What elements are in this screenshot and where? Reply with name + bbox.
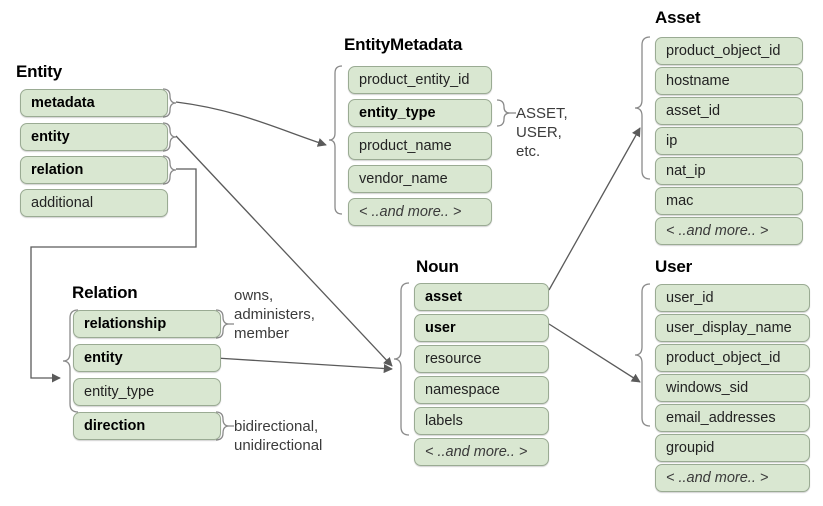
group-title-entity: Entity [16,62,63,81]
annotation-direction-line-1: bidirectional, [234,418,319,435]
field-noun-resource[interactable]: resource [414,345,549,373]
annotation-entity-type-values: ASSET, USER, etc. [516,104,568,161]
field-user-user-display-name[interactable]: user_display_name [655,314,810,342]
field-asset-asset-id[interactable]: asset_id [655,97,803,125]
brace-user-left [634,283,651,427]
group-title-entitymetadata: EntityMetadata [344,35,463,54]
annotation-entity-type-line-3: etc. [516,143,541,160]
field-relation-relationship[interactable]: relationship [73,310,221,338]
field-entitymetadata-product-entity-id[interactable]: product_entity_id [348,66,492,94]
field-asset-nat-ip[interactable]: nat_ip [655,157,803,185]
field-noun-asset[interactable]: asset [414,283,549,311]
group-title-user: User [655,257,693,276]
field-relation-direction[interactable]: direction [73,412,221,440]
group-title-noun: Noun [416,257,459,276]
brace-entitymetadata-left [328,65,343,215]
field-noun-user[interactable]: user [414,314,549,342]
field-asset-mac[interactable]: mac [655,187,803,215]
annotation-relationship-line-3: member [234,325,290,342]
field-entity-entity[interactable]: entity [20,123,168,151]
field-user-product-object-id[interactable]: product_object_id [655,344,810,372]
brace-entity-type-values [496,99,511,127]
annotation-entity-type-line-2: USER, [516,124,562,141]
field-entity-relation[interactable]: relation [20,156,168,184]
field-user-windows-sid[interactable]: windows_sid [655,374,810,402]
field-entitymetadata-more[interactable]: < ..and more.. > [348,198,492,226]
annotation-relationship-line-2: administers, [234,306,315,323]
field-entitymetadata-entity-type[interactable]: entity_type [348,99,492,127]
annotation-relationship-line-1: owns, [234,287,274,304]
brace-asset-left [634,36,651,180]
group-title-relation: Relation [72,283,138,302]
field-noun-namespace[interactable]: namespace [414,376,549,404]
brace-noun-left [393,282,410,436]
field-user-user-id[interactable]: user_id [655,284,810,312]
field-user-more[interactable]: < ..and more.. > [655,464,810,492]
group-title-asset: Asset [655,8,701,27]
field-user-email-addresses[interactable]: email_addresses [655,404,810,432]
field-entity-additional[interactable]: additional [20,189,168,217]
field-asset-product-object-id[interactable]: product_object_id [655,37,803,65]
connector-noun-user-to-user [548,323,641,383]
connector-relationentity-to-noun [215,357,393,374]
connector-metadata-to-entitymetadata [175,101,327,147]
field-entitymetadata-vendor-name[interactable]: vendor_name [348,165,492,193]
annotation-direction-line-2: unidirectional [234,437,323,454]
field-noun-more[interactable]: < ..and more.. > [414,438,549,466]
field-relation-entity[interactable]: entity [73,344,221,372]
field-relation-entity-type[interactable]: entity_type [73,378,221,406]
field-noun-labels[interactable]: labels [414,407,549,435]
field-entitymetadata-product-name[interactable]: product_name [348,132,492,160]
field-user-groupid[interactable]: groupid [655,434,810,462]
annotation-direction-values: bidirectional, unidirectional [234,417,322,455]
annotation-relationship-values: owns, administers, member [234,286,315,343]
field-asset-more[interactable]: < ..and more.. > [655,217,803,245]
field-asset-hostname[interactable]: hostname [655,67,803,95]
field-asset-ip[interactable]: ip [655,127,803,155]
field-entity-metadata[interactable]: metadata [20,89,168,117]
annotation-entity-type-line-1: ASSET, [516,105,568,122]
